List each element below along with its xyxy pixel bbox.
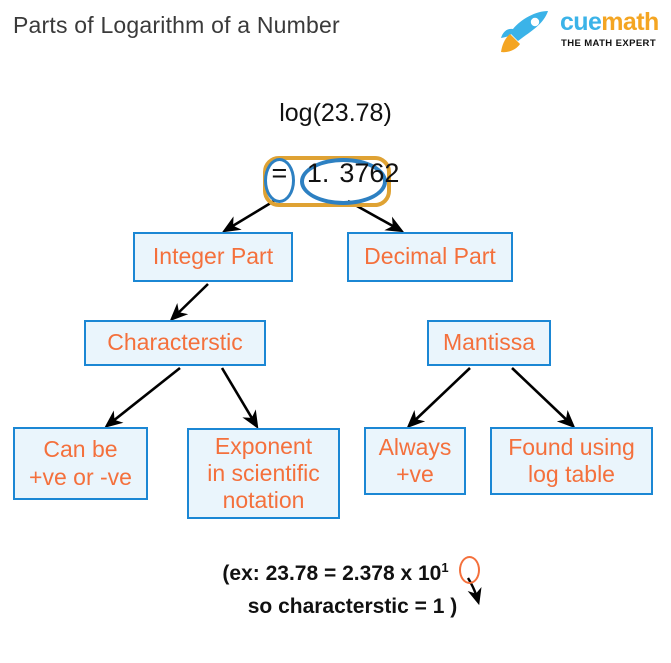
arrow-result-to-integer: [221, 199, 275, 233]
example-note: (ex: 23.78 = 2.378 x 101 so charactersti…: [0, 558, 671, 623]
node-label: Decimal Part: [364, 243, 496, 270]
node-label-line-1: Always: [378, 433, 452, 460]
node-label-line-2: +ve: [396, 461, 434, 487]
result-expression-wrapper: = 1. 3762: [0, 158, 671, 189]
cuemath-logo: cuemath THE MATH EXPERT: [498, 8, 659, 56]
logo-word-math: math: [601, 8, 659, 36]
node-label-line-3: notation: [222, 487, 305, 514]
result-expression: = 1. 3762: [272, 158, 400, 189]
node-integer-part[interactable]: Integer Part: [133, 232, 293, 282]
node-label-line-1: Can be: [43, 436, 118, 463]
example-line-1-text: (ex: 23.78 = 2.378 x 10: [222, 562, 442, 585]
node-label-line-2: in scientific: [207, 459, 320, 486]
node-found-using-log-table[interactable]: Found using log table: [490, 427, 653, 495]
node-label: Mantissa: [442, 329, 536, 356]
logo-tagline: THE MATH EXPERT: [561, 38, 657, 49]
node-exponent-in-scientific-notation[interactable]: Exponent in scientific notation: [187, 428, 340, 519]
logo-wordmark: cuemath: [560, 10, 659, 35]
node-mantissa[interactable]: Mantissa: [427, 320, 551, 366]
node-characterstic[interactable]: Characterstic: [84, 320, 266, 366]
decimal-digits: 3762: [339, 158, 400, 188]
node-label-line-1: Exponent: [214, 432, 313, 459]
node-label: Always +ve: [379, 434, 452, 488]
arrow-characterstic-to-exponent: [220, 367, 259, 430]
integer-part-highlight-ellipse: [264, 158, 295, 203]
arrow-mantissa-to-always: [406, 367, 471, 429]
node-label-line-2: log table: [528, 461, 615, 487]
example-line-1: (ex: 23.78 = 2.378 x 101: [0, 558, 671, 591]
node-label: Integer Part: [152, 243, 274, 270]
node-label: Exponent in scientific notation: [207, 433, 319, 514]
node-label: Found using log table: [508, 434, 635, 488]
example-exponent-value: 1: [441, 560, 449, 575]
example-line-2: so characterstic = 1 ): [247, 594, 458, 618]
node-label-line-2: +ve or -ve: [29, 463, 132, 490]
node-always-positive[interactable]: Always +ve: [364, 427, 466, 495]
node-label-line-1: Found using: [508, 433, 635, 460]
exponent-highlight-ellipse: [459, 556, 480, 584]
node-decimal-part[interactable]: Decimal Part: [347, 232, 513, 282]
node-label: Can be +ve or -ve: [29, 436, 132, 490]
page-title: Parts of Logarithm of a Number: [13, 12, 340, 38]
log-expression: log(23.78): [279, 99, 392, 127]
decimal-part-highlight-ellipse: [300, 158, 387, 205]
arrow-mantissa-to-found: [511, 367, 576, 429]
equals-sign: =: [271, 158, 288, 188]
integer-digit: 1.: [306, 158, 330, 188]
rocket-icon: [501, 11, 548, 53]
arrow-characterstic-to-canbe: [104, 366, 181, 428]
node-label: Characterstic: [107, 329, 243, 356]
node-can-be-positive-or-negative[interactable]: Can be +ve or -ve: [13, 427, 148, 500]
arrow-integer-to-characterstic: [169, 283, 209, 322]
logo-word-cue: cue: [560, 8, 602, 36]
